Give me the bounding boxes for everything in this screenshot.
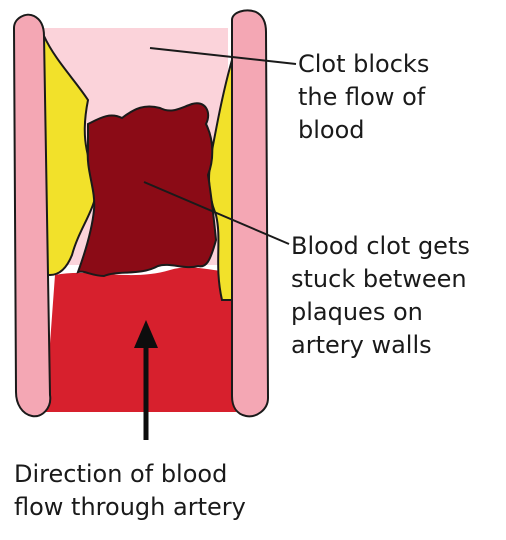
label-line: Direction of blood <box>14 458 246 491</box>
label-line: artery walls <box>291 329 470 362</box>
label-line: Clot blocks <box>298 48 429 81</box>
label-line: plaques on <box>291 296 470 329</box>
label-flow-direction: Direction of blood flow through artery <box>14 458 246 524</box>
blood-clot <box>78 103 216 276</box>
label-clot-blocks: Clot blocks the flow of blood <box>298 48 429 147</box>
label-line: Blood clot gets <box>291 230 470 263</box>
label-clot-stuck: Blood clot gets stuck between plaques on… <box>291 230 470 362</box>
label-line: the flow of <box>298 81 429 114</box>
label-line: flow through artery <box>14 491 246 524</box>
left-artery-wall <box>14 15 50 417</box>
label-line: blood <box>298 114 429 147</box>
label-line: stuck between <box>291 263 470 296</box>
right-artery-wall <box>232 10 268 416</box>
